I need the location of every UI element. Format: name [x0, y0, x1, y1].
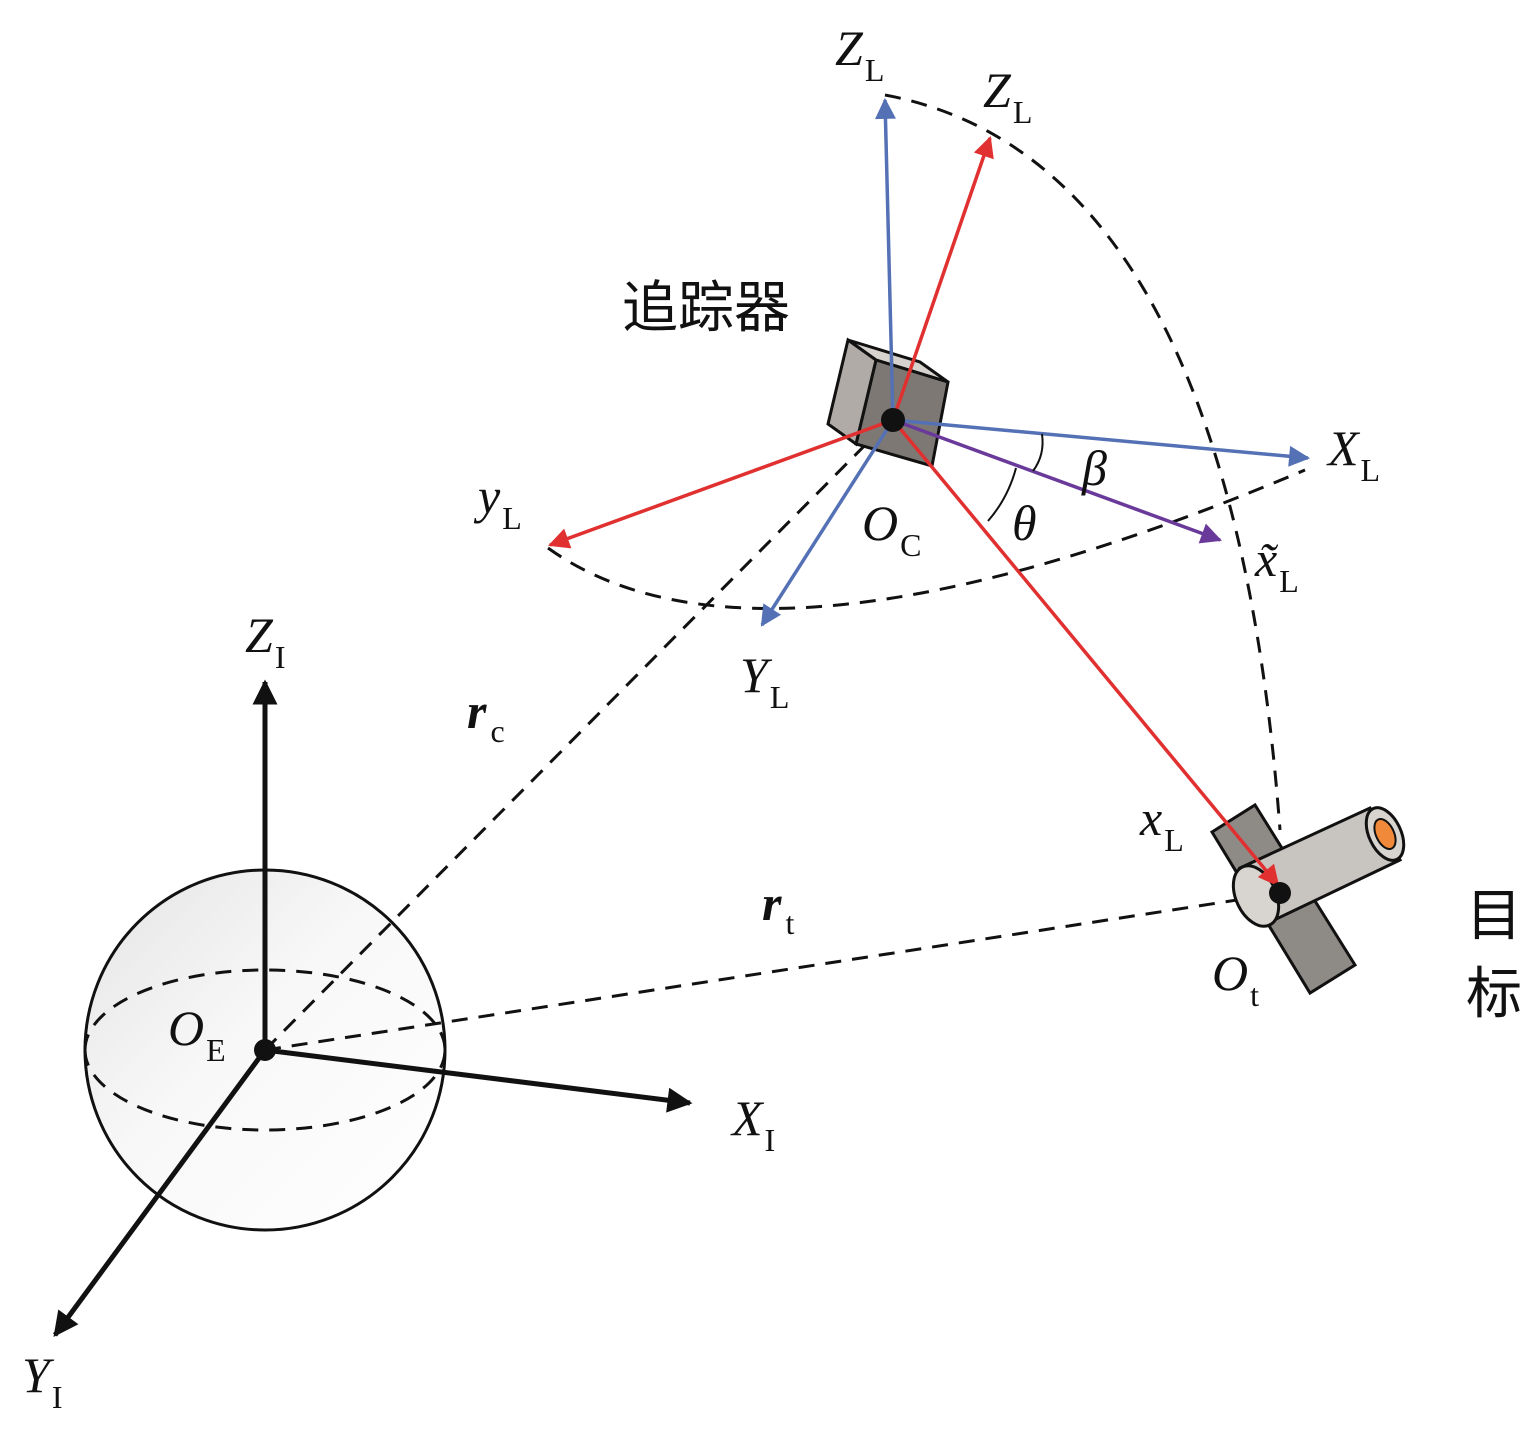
OE-label: OE: [168, 1000, 226, 1068]
ZL-red-axis: [891, 136, 994, 421]
chaser-label: 追踪器: [622, 276, 790, 341]
Ot-label: Ot: [1212, 945, 1259, 1013]
XL-label: XL: [1326, 420, 1380, 488]
YI-axis: [52, 1048, 268, 1338]
beta-label: β: [1081, 440, 1107, 496]
XI-label: XI: [730, 1090, 775, 1158]
target-label-2: 标: [1466, 962, 1522, 1027]
YL-blue-axis: [760, 419, 895, 627]
OC-origin-dot: [881, 408, 905, 432]
xL-label: xL: [1139, 790, 1184, 858]
OC-label: OC: [862, 495, 921, 563]
xL-tilde-purple-axis: [892, 418, 1222, 544]
ZL-blue-axis: [874, 97, 896, 421]
arc-vertical-dashed: [884, 93, 1282, 831]
xL-tilde-label: x̃L: [1254, 531, 1299, 599]
ZL-red-label: ZL: [983, 62, 1032, 130]
XL-blue-axis: [892, 418, 1311, 467]
YI-label: YI: [22, 1347, 62, 1415]
rc-dashed-line: [263, 418, 892, 1052]
yL-red-axis: [548, 418, 894, 549]
XI-axis: [264, 1047, 693, 1113]
YL-label: YL: [740, 647, 789, 715]
ZL-blue-label: ZL: [835, 20, 884, 88]
ZI-label: ZI: [245, 607, 285, 675]
OE-origin-dot: [254, 1039, 276, 1061]
beta-angle-arc: [1032, 433, 1044, 472]
Ot-origin-dot: [1269, 882, 1291, 904]
xL-red-axis: [891, 418, 1280, 887]
rt-dashed-line: [264, 896, 1251, 1052]
arc-horizontal-dashed: [547, 468, 1306, 610]
yL-label: yL: [473, 468, 522, 536]
theta-label: θ: [1012, 495, 1037, 551]
cube-spacecraft-icon: [826, 337, 950, 468]
target-label-1: 目: [1466, 884, 1522, 949]
theta-angle-arc: [987, 467, 1017, 522]
